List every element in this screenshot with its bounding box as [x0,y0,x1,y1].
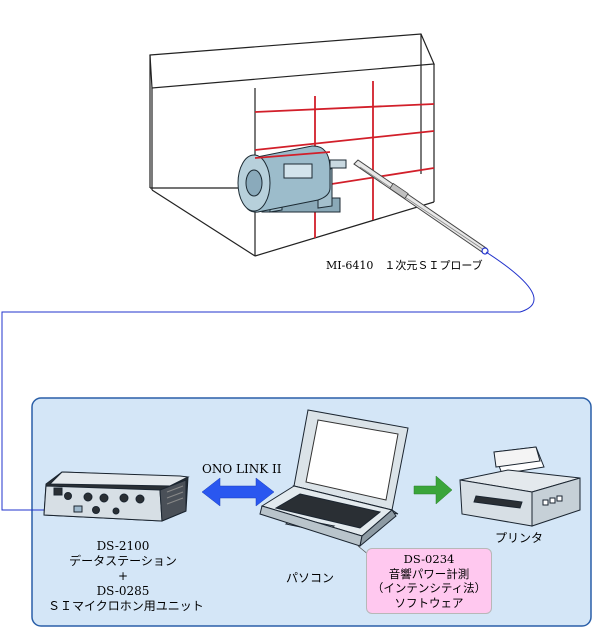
unit-name: ＳＩマイクロホン用ユニット [48,599,204,613]
data-station [43,471,190,522]
software-model: DS-0234 [403,552,455,566]
laptop [259,409,409,548]
motor [237,145,347,213]
unit-model: DS-0285 [96,584,150,598]
software-line1: 音響パワー計測 [388,566,470,581]
station-label: DS-2100 データステーション + DS-0285 ＳＩマイクロホン用ユニッ… [48,539,204,614]
software-line3: ソフトウェア [394,595,464,610]
probe [353,159,489,255]
probe-cable [1,251,535,511]
station-model: DS-2100 [96,539,150,553]
station-name: データステーション [69,554,177,568]
software-line2: （インテンシティ法） [371,581,487,595]
software-callout: DS-0234 音響パワー計測 （インテンシティ法） ソフトウェア [366,548,492,614]
station-plus: + [117,569,129,583]
pc-label: パソコン [286,571,335,585]
link-arrow [201,477,275,507]
printer-label: プリンタ [495,531,544,545]
probe-label: MI-6410 １次元ＳＩプローブ [326,259,483,272]
link-label: ONO LINK II [202,462,282,476]
printer [459,446,581,527]
measurement-box [149,33,435,257]
print-arrow [413,475,453,505]
motor-red-line [254,151,331,159]
